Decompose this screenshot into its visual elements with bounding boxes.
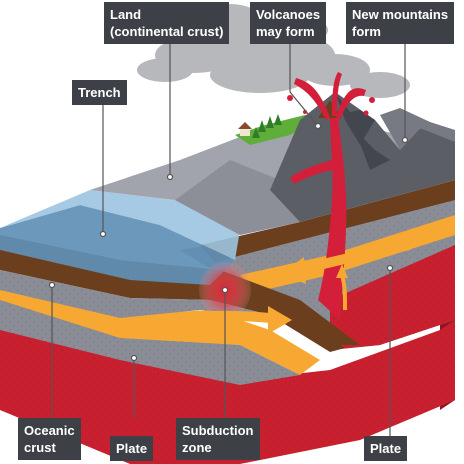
ocean-water [0,205,235,285]
trench-label-line1: Trench [78,85,121,100]
subduction-zone-label-line1: Subduction [182,423,254,438]
land-label: Land (continental crust) [104,2,230,44]
subduction-zone-label-line2: zone [182,440,212,455]
ocean-surface [0,190,240,260]
oceanic-crust-label: Oceanic crust [18,418,81,460]
land-label-line2: (continental crust) [110,24,224,39]
leader-lines [48,44,409,436]
plate-label-right: Plate [364,436,408,461]
oceanic-crust-band [0,250,345,352]
new-mountains-label: New mountains form [346,2,455,44]
oceanic-crust-label-line1: Oceanic [24,423,75,438]
plate-motion-arrow-right [282,240,411,284]
continental-crust-band [200,180,455,262]
plate-label-right-line1: Plate [370,441,402,456]
magma-branch [290,160,334,184]
lava-fountain-left [294,78,330,120]
new-mountains-label-line2: form [352,24,381,39]
plate-motion-arrow-left [149,306,292,334]
volcanoes-label-line1: Volcanoes [256,7,321,22]
house [238,122,252,136]
plate-label-left-line1: Plate [116,441,148,456]
trench-label: Trench [72,80,127,105]
plate-label-left: Plate [110,436,154,461]
new-mountains-label-line1: New mountains [352,7,449,22]
land-label-line1: Land [110,7,142,22]
subduction-zone-label: Subduction zone [176,418,260,460]
magma-plume [318,118,347,320]
magma-rise-arrow [336,264,348,311]
volcanoes-label: Volcanoes may form [250,2,327,44]
volcanoes-label-line2: may form [256,24,315,39]
trees [252,114,282,138]
oceanic-crust-label-line2: crust [24,440,56,455]
lava-fountain-right [336,88,366,120]
